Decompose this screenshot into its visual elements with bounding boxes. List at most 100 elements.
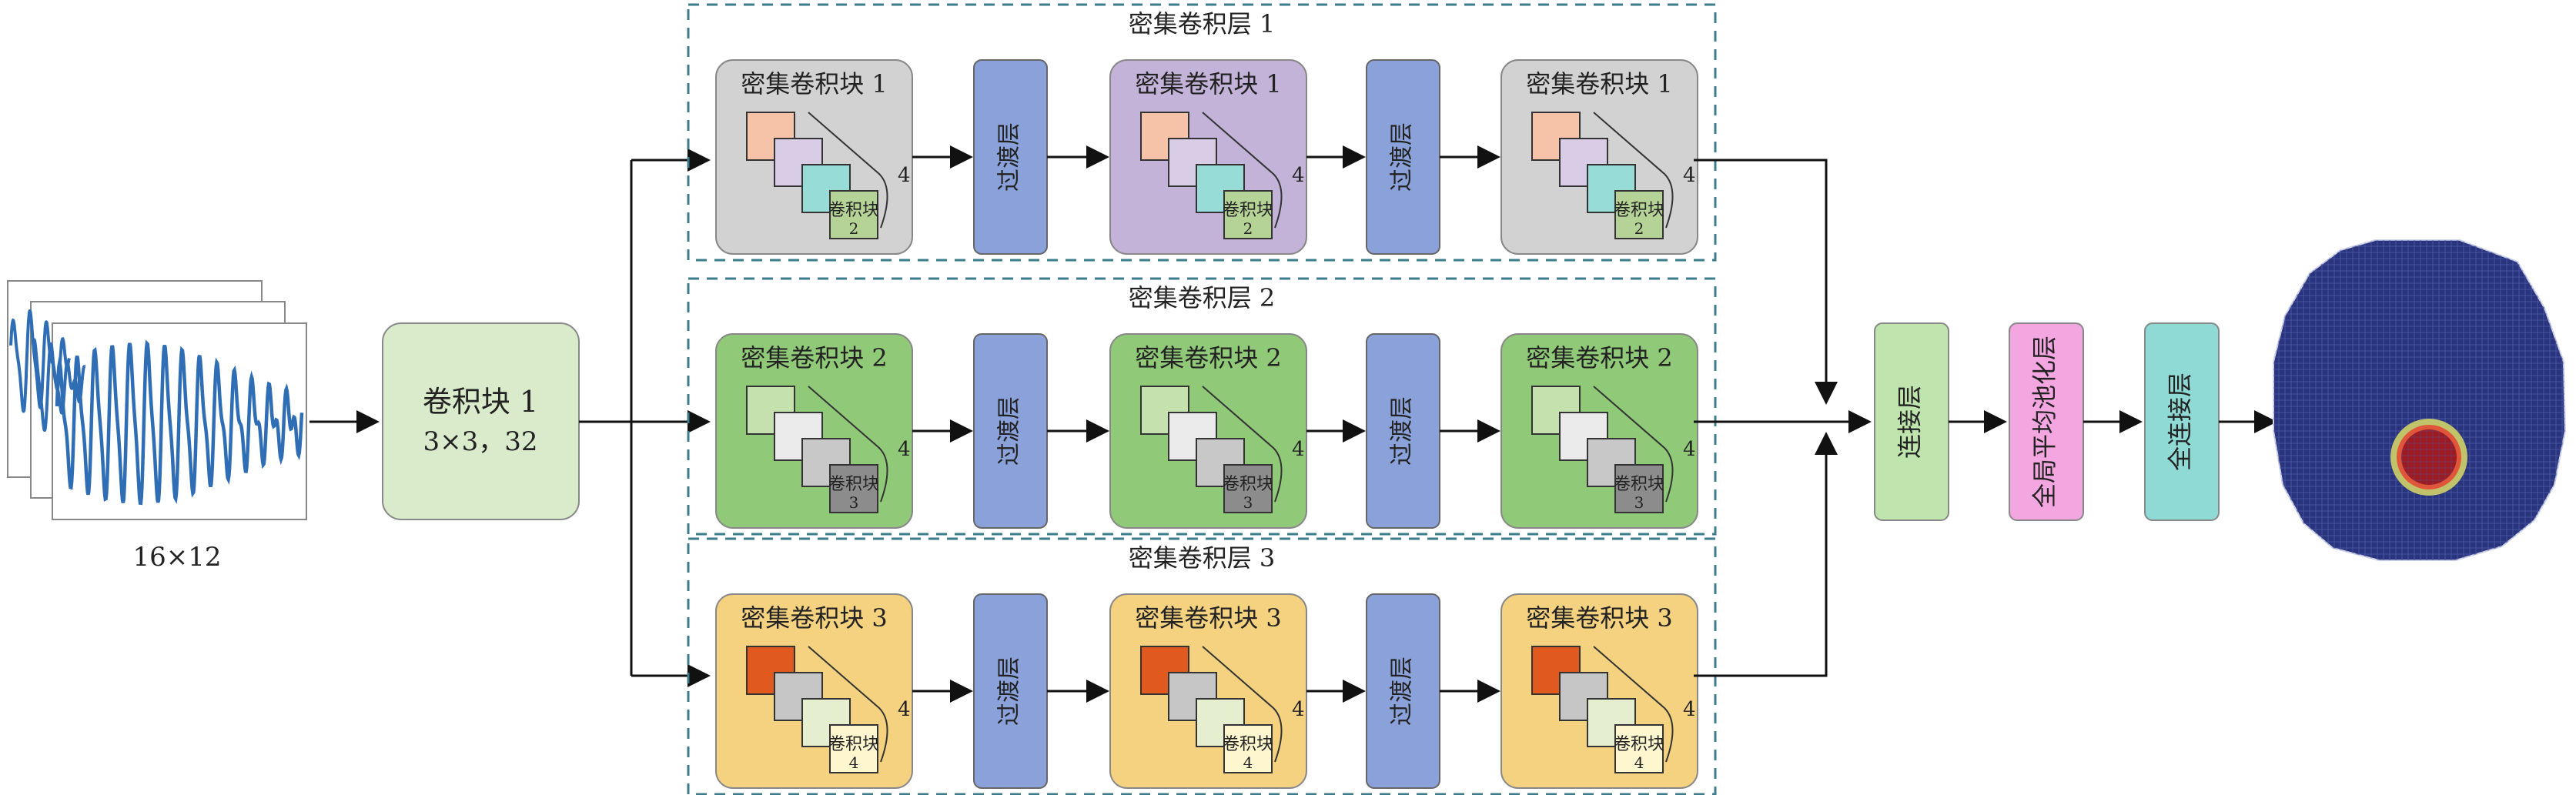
inner-block-label: 卷积块 — [1223, 201, 1273, 220]
repeat-count: 4 — [898, 438, 911, 461]
repeat-count: 4 — [1683, 698, 1696, 721]
feature-map-square — [1223, 190, 1273, 239]
feature-map-square — [1223, 724, 1273, 773]
fully-connected-label: 全连接层 — [2166, 372, 2195, 471]
dense-layer-title: 密集卷积层 3 — [1129, 543, 1276, 573]
merge-from-layer-3 — [1694, 432, 1838, 677]
inner-block-index: 3 — [849, 493, 859, 512]
input-waveforms: 16×12 — [7, 280, 307, 573]
repeat-bracket — [1593, 646, 1674, 763]
conv-block-1: 卷积块 1 3×3，32 — [382, 322, 580, 520]
transition-layer-label: 过渡层 — [996, 656, 1023, 726]
inner-block-label: 卷积块 — [1223, 735, 1273, 754]
repeat-count: 4 — [1292, 438, 1305, 461]
dense-block-label: 密集卷积块 1 — [1526, 69, 1673, 99]
repeat-bracket — [808, 112, 888, 229]
repeat-bracket — [808, 646, 888, 763]
dense-block-label: 密集卷积块 2 — [1526, 343, 1673, 372]
transition-layer: 过渡层 — [1366, 333, 1440, 529]
dense-layer-title: 密集卷积层 2 — [1129, 283, 1276, 312]
dense-block-label: 密集卷积块 2 — [1135, 343, 1282, 372]
inner-block-index: 2 — [1243, 219, 1253, 238]
feature-map-square — [1614, 464, 1664, 513]
conv-block-1-params: 3×3，32 — [423, 426, 537, 457]
transition-layer: 过渡层 — [1366, 593, 1440, 789]
repeat-count: 4 — [1683, 164, 1696, 187]
inner-block-index: 3 — [1634, 493, 1644, 512]
reconstruction-mesh — [2273, 240, 2565, 560]
dense-layer-frame — [687, 277, 1717, 536]
feature-map-square — [1223, 464, 1273, 513]
repeat-bracket — [1593, 386, 1674, 503]
dense-layer-frame — [687, 537, 1717, 795]
repeat-bracket — [1202, 386, 1283, 503]
conv-block-1-title: 卷积块 1 — [423, 385, 538, 419]
transition-layer-label: 过渡层 — [1389, 122, 1416, 192]
dense-block-label: 密集卷积块 3 — [741, 603, 888, 633]
dense-block-label: 密集卷积块 3 — [1135, 603, 1282, 633]
inner-block-label: 卷积块 — [828, 735, 879, 754]
conv-block-1-box — [382, 322, 580, 520]
repeat-bracket — [808, 386, 888, 503]
inner-block-label: 卷积块 — [1614, 201, 1664, 220]
transition-layer-label: 过渡层 — [1389, 656, 1416, 726]
feature-map-square — [829, 190, 878, 239]
feature-map-square — [829, 724, 878, 773]
merge-lines — [1694, 159, 1872, 677]
dense-layer-title: 密集卷积层 1 — [1129, 9, 1276, 38]
repeat-bracket — [1202, 646, 1283, 763]
transition-layer: 过渡层 — [973, 59, 1048, 255]
fully-connected-layer: 全连接层 — [2144, 322, 2220, 521]
inner-block-index: 3 — [1243, 493, 1253, 512]
dense-layer-frame — [687, 3, 1717, 262]
dense-block-label: 密集卷积块 1 — [1135, 69, 1282, 99]
feature-map-square — [1614, 724, 1664, 773]
transition-layer-label: 过渡层 — [996, 396, 1023, 466]
transition-layer-label: 过渡层 — [1389, 396, 1416, 466]
repeat-count: 4 — [1292, 698, 1305, 721]
inner-block-label: 卷积块 — [828, 475, 879, 494]
concat-layer-label: 连接层 — [1895, 385, 1925, 459]
inner-block-index: 4 — [849, 753, 859, 772]
inner-block-label: 卷积块 — [1614, 475, 1664, 494]
inner-block-index: 4 — [1243, 753, 1253, 772]
transition-layer: 过渡层 — [973, 333, 1048, 529]
transition-layer: 过渡层 — [973, 593, 1048, 789]
repeat-bracket — [1593, 112, 1674, 229]
dense-block-label: 密集卷积块 1 — [741, 69, 888, 99]
repeat-count: 4 — [898, 164, 911, 187]
repeat-bracket — [1202, 112, 1283, 229]
inner-block-index: 2 — [1634, 219, 1644, 238]
dense-block-label: 密集卷积块 3 — [1526, 603, 1673, 633]
inclusion-mesh — [2401, 429, 2457, 485]
inner-block-index: 4 — [1634, 753, 1644, 772]
inner-block-index: 2 — [849, 219, 859, 238]
waveform-signal-front — [55, 339, 304, 506]
feature-map-square — [1614, 190, 1664, 239]
global-avg-pool-label: 全局平均池化层 — [2030, 336, 2059, 508]
output-reconstruction — [2273, 239, 2567, 561]
repeat-count: 4 — [1683, 438, 1696, 461]
inner-block-label: 卷积块 — [828, 201, 879, 220]
input-size-label: 16×12 — [132, 542, 221, 573]
transition-layer: 过渡层 — [1366, 59, 1440, 255]
dense-block-label: 密集卷积块 2 — [741, 343, 888, 372]
repeat-count: 4 — [1292, 164, 1305, 187]
inner-block-label: 卷积块 — [1223, 475, 1273, 494]
feature-map-square — [829, 464, 878, 513]
global-avg-pool-layer: 全局平均池化层 — [2009, 322, 2084, 521]
